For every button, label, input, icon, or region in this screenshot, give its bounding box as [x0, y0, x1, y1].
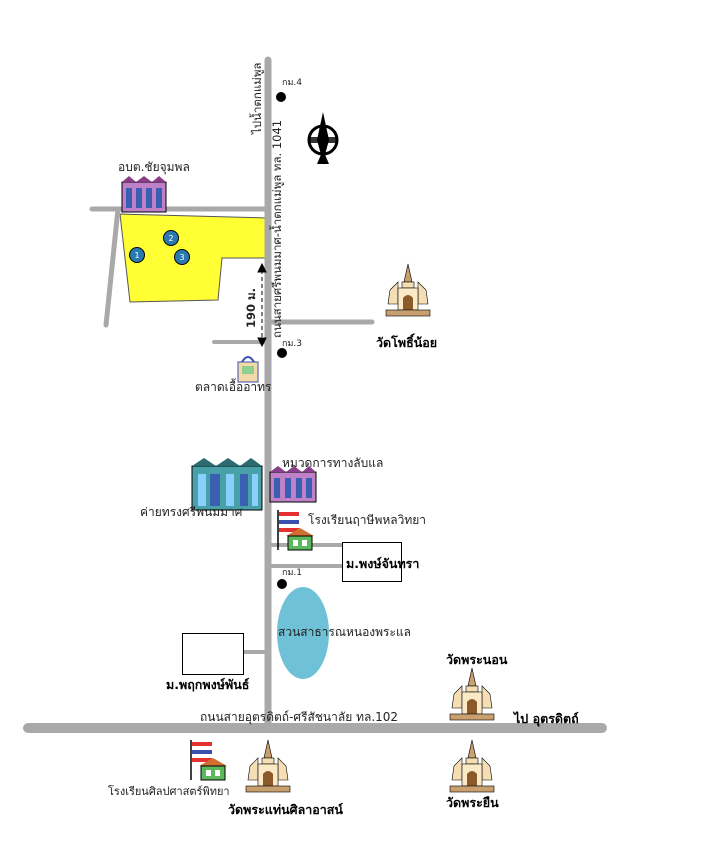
label-main-road: ถนนสายอุตรดิตถ์-ศรีสัชนาลัย ทล.102	[200, 710, 399, 724]
road-network	[23, 56, 607, 733]
label-camp: ค่ายทรงศรีพนมมาศ	[140, 505, 243, 519]
label-km3: กม.3	[282, 339, 302, 349]
label-market: ตลาดเอื้ออาทร	[195, 380, 272, 394]
label-wat-phra-thaen: วัดพระแท่นศิลาอาสน์	[228, 802, 343, 817]
school-flag-icon-rusi	[277, 510, 314, 551]
village-pruk-box	[182, 633, 244, 675]
building-icon-camp	[191, 458, 263, 511]
label-obt: อบต.ชัยจุมพล	[118, 160, 190, 174]
label-wat-pho-noi: วัดโพธิ์น้อย	[376, 335, 438, 350]
label-village-pong: ม.พงษ์จันทรา	[346, 556, 420, 571]
label-wat-phra-non: วัดพระนอน	[446, 652, 508, 667]
label-distance: 190 ม.	[244, 288, 258, 328]
km1-marker	[277, 579, 287, 589]
village-pong-box	[342, 542, 402, 582]
temple-icon-phra-non	[449, 667, 495, 721]
building-icon-obt	[121, 176, 167, 213]
label-school-rusi: โรงเรียนฤาษีพหลวิทยา	[308, 513, 427, 527]
label-wat-phra-yuen: วัดพระยืน	[446, 795, 499, 810]
market-bag-icon	[237, 356, 259, 383]
park-pond	[277, 587, 329, 679]
temple-icon-phra-thaen	[245, 739, 291, 793]
site-marker-1	[129, 247, 145, 263]
distance-arrow	[257, 262, 267, 348]
label-branch-road: ถนนสายศรีพนมมาศ-น้ำตกแม่พูล ทล. 1041	[270, 119, 284, 338]
site-marker-2-label: 2	[168, 234, 173, 243]
label-km4: กม.4	[282, 78, 302, 88]
building-icon-highway-office	[269, 466, 317, 503]
road-diagonal	[103, 206, 121, 328]
label-highway-office: หมวดการทางลับแล	[282, 456, 384, 470]
label-km1: กม.1	[282, 568, 302, 578]
site-markers	[129, 230, 190, 265]
school-flag-icon-silpa	[190, 740, 227, 781]
site-marker-2	[163, 230, 179, 246]
label-park: สวนสาธารณหนองพระแล	[278, 625, 412, 639]
label-to-uttaradit: ไป อุตรดิตถ์	[514, 711, 579, 726]
compass-north-icon	[307, 112, 339, 164]
site-marker-1-label: 1	[134, 251, 139, 260]
temple-icon-phra-yuen	[449, 739, 495, 793]
label-village-pruk: ม.พฤกพงษ์พันธ์	[166, 677, 250, 692]
site-marker-3	[174, 249, 190, 265]
label-top-road-direction: ไปน้ำตกแม่พูล	[250, 62, 264, 134]
km4-marker	[276, 92, 286, 102]
label-school-silpa: โรงเรียนศิลปศาสตร์พิทยา	[108, 785, 230, 798]
km3-marker	[277, 348, 287, 358]
site-marker-3-label: 3	[179, 253, 184, 262]
temple-icon-pho-noi	[385, 263, 431, 317]
